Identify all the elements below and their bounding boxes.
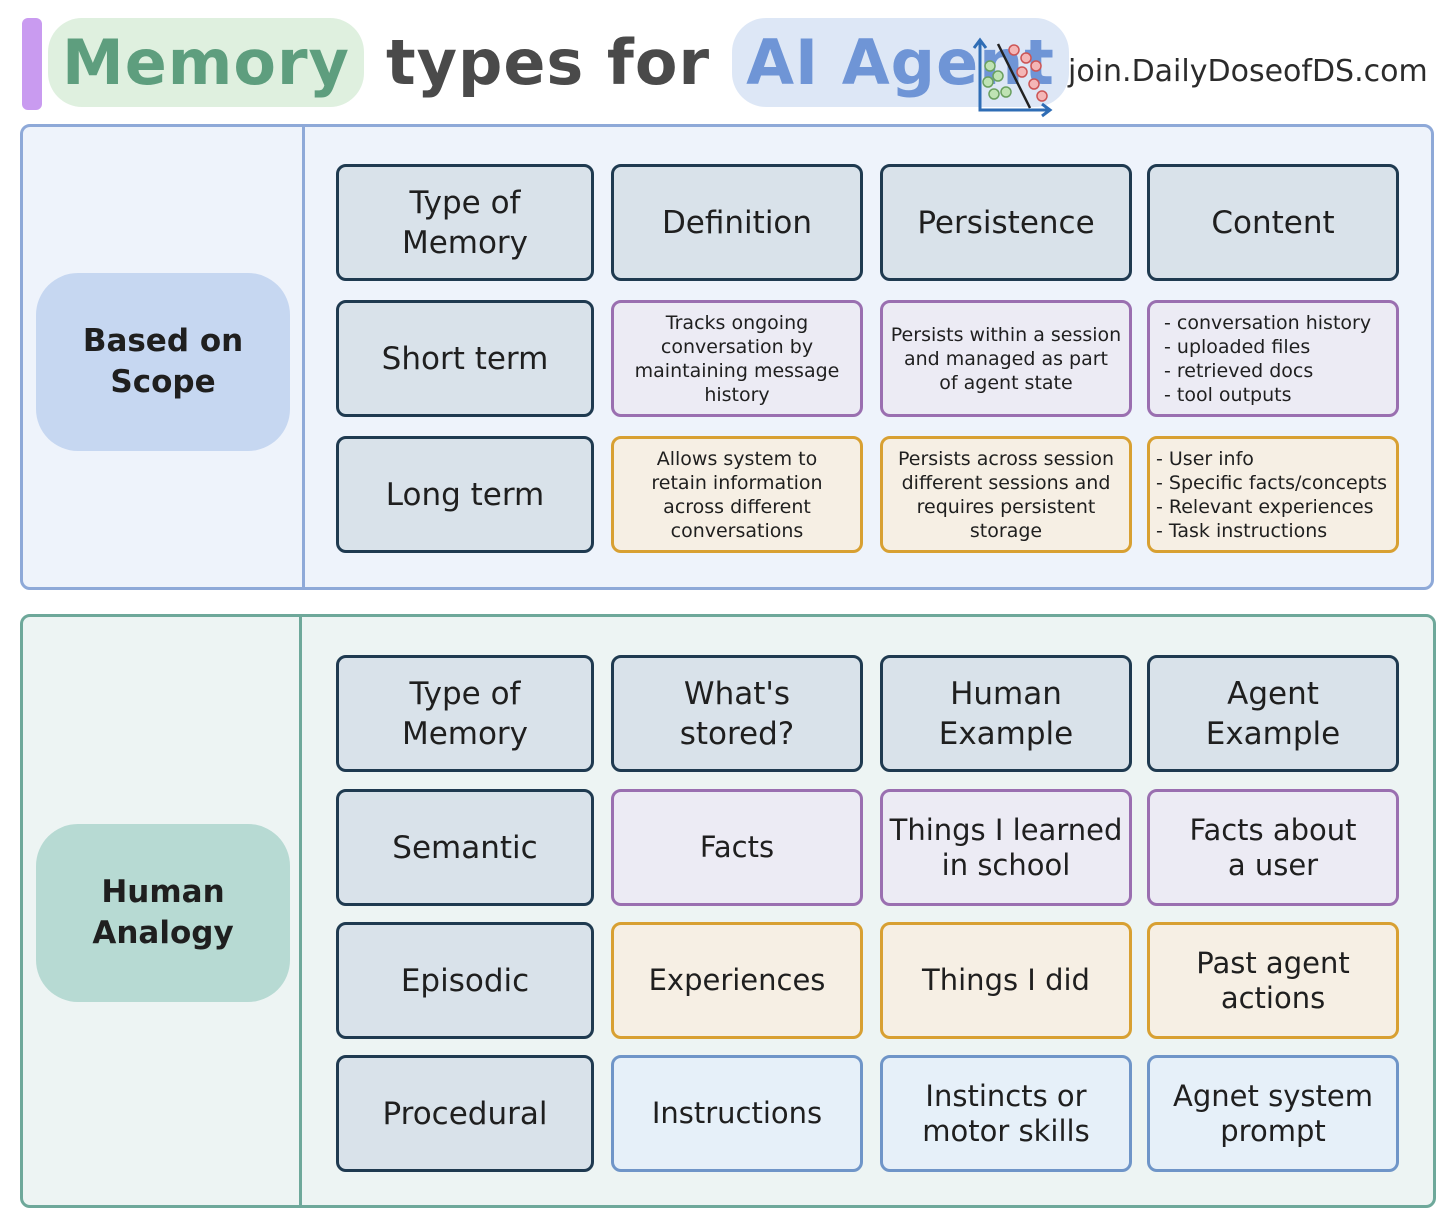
scope-header-definition: Definition: [611, 164, 863, 281]
page-title: Memory types for AI Agent: [48, 10, 1069, 114]
title-ai-agent: AI Agent: [732, 17, 1069, 107]
short-term-persistence: Persists within a session and managed as…: [880, 300, 1132, 417]
long-term-content: - User info - Specific facts/concepts - …: [1147, 436, 1399, 553]
analogy-divider: [299, 617, 302, 1205]
analogy-label: Human Analogy: [36, 824, 290, 1002]
semantic-stored: Facts: [611, 789, 863, 906]
row-long-term: Long term: [336, 436, 594, 553]
procedural-agent-example: Agnet system prompt: [1147, 1055, 1399, 1172]
row-episodic: Episodic: [336, 922, 594, 1039]
scatter-plot-icon: [972, 37, 1053, 118]
analogy-section: Human Analogy Type of Memory What's stor…: [20, 614, 1436, 1208]
analogy-header-type: Type of Memory: [336, 655, 594, 772]
scope-header-content: Content: [1147, 164, 1399, 281]
row-short-term: Short term: [336, 300, 594, 417]
row-semantic: Semantic: [336, 789, 594, 906]
scope-header-persistence: Persistence: [880, 164, 1132, 281]
scope-section: Based on Scope Type of Memory Definition…: [20, 124, 1434, 590]
long-term-persistence: Persists across session different sessio…: [880, 436, 1132, 553]
procedural-human-example: Instincts or motor skills: [880, 1055, 1132, 1172]
scope-label: Based on Scope: [36, 273, 290, 451]
short-term-content: - conversation history - uploaded files …: [1147, 300, 1399, 417]
title-accent-bar: [22, 18, 42, 110]
scope-divider: [302, 127, 305, 587]
semantic-agent-example: Facts about a user: [1147, 789, 1399, 906]
title-types-for: types for: [385, 25, 711, 99]
long-term-definition: Allows system to retain information acro…: [611, 436, 863, 553]
site-url: join.DailyDoseofDS.com: [1068, 54, 1428, 89]
episodic-stored: Experiences: [611, 922, 863, 1039]
semantic-human-example: Things I learned in school: [880, 789, 1132, 906]
analogy-header-stored: What's stored?: [611, 655, 863, 772]
procedural-stored: Instructions: [611, 1055, 863, 1172]
episodic-human-example: Things I did: [880, 922, 1132, 1039]
short-term-definition: Tracks ongoing conversation by maintaini…: [611, 300, 863, 417]
episodic-agent-example: Past agent actions: [1147, 922, 1399, 1039]
title-memory: Memory: [48, 17, 364, 107]
row-procedural: Procedural: [336, 1055, 594, 1172]
analogy-header-human: Human Example: [880, 655, 1132, 772]
scope-header-type: Type of Memory: [336, 164, 594, 281]
analogy-header-agent: Agent Example: [1147, 655, 1399, 772]
